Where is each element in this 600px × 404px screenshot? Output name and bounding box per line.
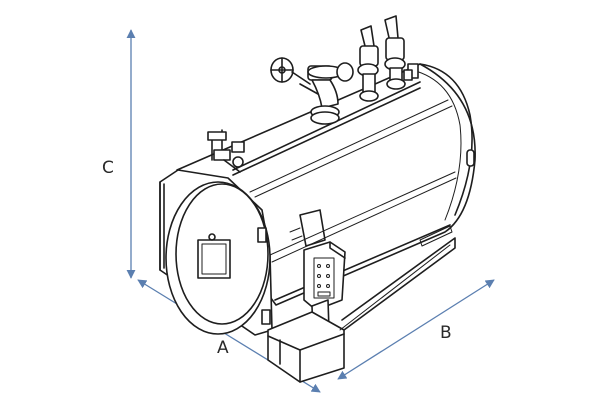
base-frame	[267, 225, 456, 383]
dimension-label-a: A	[217, 338, 229, 358]
dimension-label-b: B	[440, 323, 452, 343]
handwheel-valve-icon	[270, 57, 354, 125]
level-gauge-fittings	[207, 129, 245, 173]
dimension-label-c: C	[102, 158, 114, 178]
dimension-line-b	[337, 279, 495, 380]
safety-valve-icon	[357, 15, 413, 102]
inspection-hatch	[197, 239, 231, 279]
front-door	[159, 169, 273, 336]
